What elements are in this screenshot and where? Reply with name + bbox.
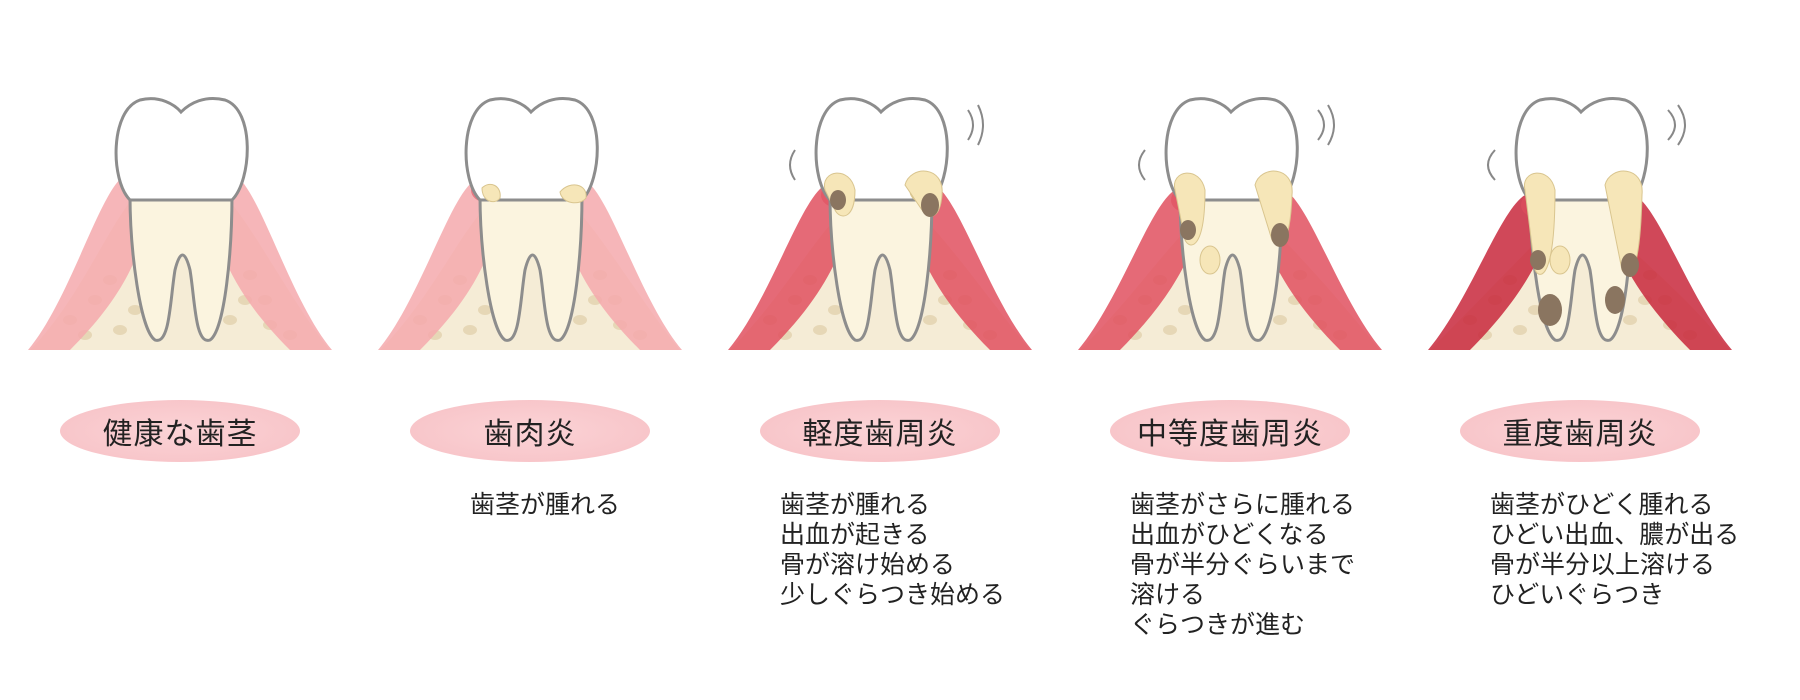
stage-label-pill: 健康な歯茎 (60, 400, 300, 462)
tooth-illustration (378, 97, 682, 350)
plaque-mass-left (1174, 172, 1206, 246)
stage-label: 重度歯周炎 (1502, 417, 1658, 452)
description-line: ひどい出血、膿が出る (1490, 520, 1740, 549)
bone-texture-spot (573, 315, 587, 325)
stage-description: 歯茎が腫れる (470, 490, 620, 520)
bone-texture-spot (1513, 325, 1527, 335)
bone-texture-spot (128, 305, 142, 315)
description-line: 出血がひどくなる (1130, 520, 1329, 549)
bone-texture-spot (463, 325, 477, 335)
alveolar-bone (1080, 226, 1380, 350)
wobble-mark-right (1317, 109, 1325, 141)
tooth-illustration (28, 97, 332, 350)
wobble-mark-right (967, 109, 974, 141)
tooth-illustration (1078, 97, 1382, 350)
description-line: ひどいぐらつき (1490, 580, 1665, 609)
alveolar-bone (730, 214, 1030, 350)
stage-label: 歯肉炎 (483, 417, 577, 452)
tartar-deep-right (1605, 286, 1625, 314)
wobble-mark-right-outer (1677, 104, 1686, 146)
stage-label: 健康な歯茎 (102, 417, 258, 452)
bone-texture-spot (1273, 315, 1287, 325)
tooth-root (828, 193, 934, 342)
description-line: 骨が半分ぐらいまで (1130, 550, 1356, 579)
description-line: 少しぐらつき始める (780, 580, 1006, 609)
wobble-mark-right-outer (1327, 104, 1335, 146)
wobble-mark-right-outer (977, 104, 984, 146)
stage-label-pill: 中等度歯周炎 (1110, 400, 1350, 462)
description-line: 溶ける (1130, 580, 1206, 609)
tartar-left (1530, 250, 1546, 270)
bone-texture-spot (478, 305, 492, 315)
stage-panel: 健康な歯茎 (0, 0, 360, 700)
wobble-mark-left (1138, 149, 1146, 181)
description-line: 歯茎が腫れる (470, 490, 621, 519)
description-line: 骨が半分以上溶ける (1490, 550, 1716, 579)
stage-label-pill: 重度歯周炎 (1460, 400, 1700, 462)
description-line: 歯茎がさらに腫れる (1130, 490, 1356, 519)
stage-label: 軽度歯周炎 (802, 417, 958, 452)
plaque-deep (1199, 245, 1221, 275)
bone-texture-spot (923, 315, 937, 325)
tooth-illustration (1428, 97, 1732, 350)
gum-right (910, 183, 1032, 350)
wobble-mark-right (1667, 109, 1676, 141)
stage-description: 歯茎がさらに腫れる出血がひどくなる骨が半分ぐらいまで溶けるぐらつきが進む (1130, 490, 1355, 640)
description-line: 歯茎が腫れる (780, 490, 931, 519)
tooth-crown (464, 97, 599, 202)
stage-description: 歯茎が腫れる出血が起きる骨が溶け始める少しぐらつき始める (780, 490, 1005, 610)
stage-label-pill: 軽度歯周炎 (760, 400, 1000, 462)
wobble-mark-left (1487, 149, 1496, 181)
bone-texture-spot (223, 315, 237, 325)
tooth-root (478, 193, 584, 342)
tooth-root (1178, 193, 1284, 342)
bone-texture-spot (813, 325, 827, 335)
plaque-left (481, 183, 501, 203)
bone-texture-spot (1623, 315, 1637, 325)
tooth-illustration (728, 97, 1032, 350)
stage-panel: 重度歯周炎 (1400, 0, 1760, 700)
tartar-right (921, 193, 939, 217)
gum-left (378, 178, 500, 350)
gum-right (560, 178, 682, 350)
gum-right (1260, 188, 1382, 350)
tartar-right (1621, 253, 1639, 277)
gum-left (1078, 188, 1200, 350)
tartar-deep-left (1538, 294, 1562, 326)
plaque-deep (1549, 245, 1571, 275)
gum-right (210, 173, 332, 350)
description-line: ぐらつきが進む (1130, 610, 1306, 639)
bone-texture-spot (1178, 305, 1192, 315)
stage-label-pill: 歯肉炎 (410, 400, 650, 462)
alveolar-bone (1430, 238, 1730, 350)
description-line: 出血が起きる (780, 520, 930, 549)
stage-panel: 軽度歯周炎 (700, 0, 1060, 700)
stage-description: 歯茎がひどく腫れるひどい出血、膿が出る骨が半分以上溶けるひどいぐらつき (1490, 490, 1739, 610)
gum-left (1428, 193, 1550, 350)
tartar-right (1271, 223, 1289, 247)
tooth-crown (114, 97, 249, 202)
plaque-right (559, 184, 587, 204)
description-line: 歯茎がひどく腫れる (1490, 490, 1714, 519)
tartar-left (1180, 220, 1196, 240)
bone-texture-spot (113, 325, 127, 335)
alveolar-bone (380, 202, 680, 350)
description-line: 骨が溶け始める (780, 550, 956, 579)
stage-label: 中等度歯周炎 (1137, 417, 1323, 452)
tooth-root (128, 193, 234, 342)
gum-left (28, 173, 150, 350)
stage-panel: 中等度歯周炎 (1050, 0, 1410, 700)
wobble-mark-left (789, 149, 796, 181)
tartar-left (830, 190, 846, 210)
stage-panel: 歯肉炎 (350, 0, 710, 700)
bone-texture-spot (828, 305, 842, 315)
bone-texture-spot (1163, 325, 1177, 335)
plaque-mass-left (1524, 172, 1556, 275)
gum-left (728, 183, 850, 350)
